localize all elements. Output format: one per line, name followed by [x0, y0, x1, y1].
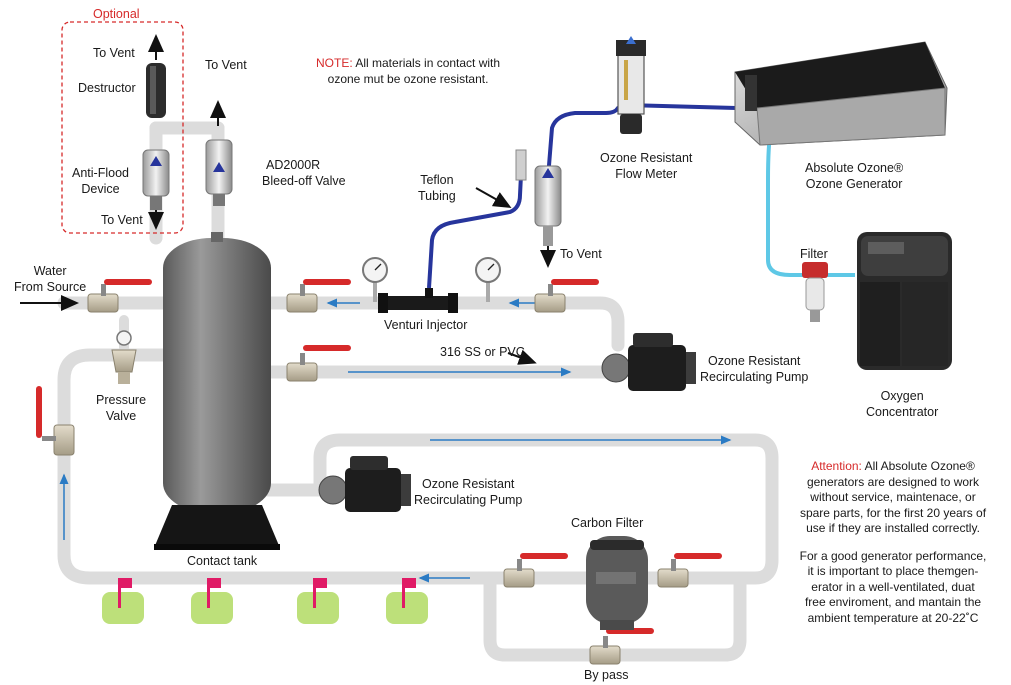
attention-line8: erator in a well-ventilated, duat: [811, 579, 975, 594]
to-vent-bottom-label: To Vent: [101, 213, 143, 227]
flow-meter: [616, 36, 646, 134]
destructor-label: Destructor: [78, 81, 136, 95]
attention-line2: generators are designed to work: [806, 474, 980, 489]
lower-loop-pipe: [261, 433, 779, 585]
water-source-label: Water From Source: [14, 263, 86, 295]
bleed-off-label: AD2000R Bleed-off Valve: [262, 157, 346, 189]
filter-label: Filter: [800, 247, 828, 261]
pump1-label: Ozone Resistant Recirculating Pump: [700, 353, 808, 385]
ball-valve-inlet: [87, 279, 152, 313]
flow-meter-label: Ozone Resistant Flow Meter: [600, 150, 692, 182]
attention-line10: ambient temperature at 20-22˚C: [807, 610, 979, 625]
attention-line4: spare parts, for the first 20 years of: [799, 505, 987, 520]
anti-flood-line2: Device: [81, 182, 120, 196]
pressure-valve-label: Pressure Valve: [96, 392, 146, 424]
to-vent-top-label: To Vent: [93, 46, 135, 60]
drinker-4: [386, 578, 428, 624]
oxygen-line2: Concentrator: [866, 405, 939, 419]
pressure-line2: Valve: [105, 409, 137, 423]
ball-valve-tank-top: [286, 279, 351, 313]
anti-flood-device: [142, 149, 170, 210]
pipe-material-label: 316 SS or PVC: [440, 345, 525, 359]
recirculating-pump-lower: [318, 456, 411, 512]
attention-line5: use if they are installed correctly.: [806, 521, 980, 535]
teflon-label: Teflon Tubing: [418, 172, 456, 204]
left-loop-pipe: [57, 348, 507, 585]
teflon-tubing: [427, 154, 524, 289]
pressure-gauge-left: [362, 257, 388, 302]
note-prefix: NOTE:: [316, 56, 353, 70]
oxygen-line1: Oxygen: [880, 389, 924, 403]
teflon-tubing-upper: [546, 102, 737, 179]
pressure-valve: [111, 330, 137, 384]
drinker-line: [102, 578, 428, 624]
contact-tank-label: Contact tank: [187, 554, 258, 568]
anti-flood-label: Anti-Flood Device: [72, 165, 129, 197]
oxygen-label: Oxygen Concentrator: [866, 388, 938, 420]
generator-line2: Ozone Generator: [805, 177, 903, 191]
teflon-line2: Tubing: [418, 189, 456, 203]
note-line2: ozone mut be ozone resistant.: [327, 71, 489, 86]
carbon-filter: [586, 536, 648, 630]
pressure-line1: Pressure: [96, 393, 147, 407]
ball-valve-return: [534, 279, 599, 313]
drinker-3: [297, 578, 339, 624]
attention-line3: without service, maintenace, or: [810, 490, 976, 504]
attention-line1: All Absolute Ozone®: [864, 459, 975, 473]
attention-prefix: Attention:: [811, 459, 862, 473]
drinker-2: [191, 578, 233, 624]
optional-box: [61, 21, 184, 234]
teflon-line1: Teflon: [420, 173, 454, 187]
pump1-line2: Recirculating Pump: [700, 370, 809, 384]
bypass-label: By pass: [584, 668, 629, 682]
venturi-label: Venturi Injector: [384, 318, 468, 332]
destructor: [146, 63, 166, 118]
bleed-off-valve: [205, 139, 233, 206]
contact-tank: [154, 232, 280, 550]
oxygen-concentrator: [857, 232, 952, 370]
pump2-label: Ozone Resistant Recirculating Pump: [414, 476, 522, 508]
attention-line7: it is important to place themgen-: [807, 564, 979, 578]
attention-line9: free enviroment, and mantain the: [804, 595, 982, 609]
drinker-1: [102, 578, 144, 624]
pump2-line2: Recirculating Pump: [414, 493, 523, 507]
ozone-generator: [734, 41, 948, 146]
flow-meter-line1: Ozone Resistant: [600, 151, 693, 165]
note-line1: All materials in contact with: [355, 56, 501, 70]
ball-valve-carbon-in: [503, 553, 568, 588]
to-vent-right-label: To Vent: [205, 58, 247, 72]
recirculating-pump-upper: [601, 333, 696, 391]
generator-line1: Absolute Ozone®: [805, 161, 904, 175]
attention-block: Attention: All Absolute Ozone® generator…: [782, 459, 1004, 626]
pressure-gauge-right: [475, 257, 501, 302]
pump2-line1: Ozone Resistant: [421, 477, 515, 491]
to-vent-injector-label: To Vent: [560, 247, 602, 261]
water-line1: Water: [33, 264, 67, 278]
venturi-loop-pipe: [261, 296, 625, 352]
flow-meter-line2: Flow Meter: [615, 167, 678, 181]
note-block: NOTE: All materials in contact with ozon…: [316, 56, 500, 87]
anti-flood-line1: Anti-Flood: [72, 166, 129, 180]
vent-arrows: [20, 34, 556, 365]
inline-filter: [802, 262, 828, 322]
attention-line6: For a good generator performance,: [799, 548, 987, 563]
bleed-line2: Bleed-off Valve: [262, 174, 346, 188]
generator-label: Absolute Ozone® Ozone Generator: [805, 160, 903, 192]
water-line2: From Source: [14, 280, 87, 294]
optional-label: Optional: [93, 7, 140, 21]
ball-valve-left-loop: [36, 386, 75, 456]
ozone-check-valve: [515, 149, 562, 246]
carbon-filter-label: Carbon Filter: [571, 516, 644, 530]
attention-spacer: [782, 537, 1004, 549]
bleed-line1: AD2000R: [266, 158, 321, 172]
ball-valve-tank-mid: [286, 345, 351, 382]
pump1-line1: Ozone Resistant: [707, 354, 801, 368]
venturi-injector: [378, 288, 458, 313]
ball-valve-carbon-out: [657, 553, 722, 588]
